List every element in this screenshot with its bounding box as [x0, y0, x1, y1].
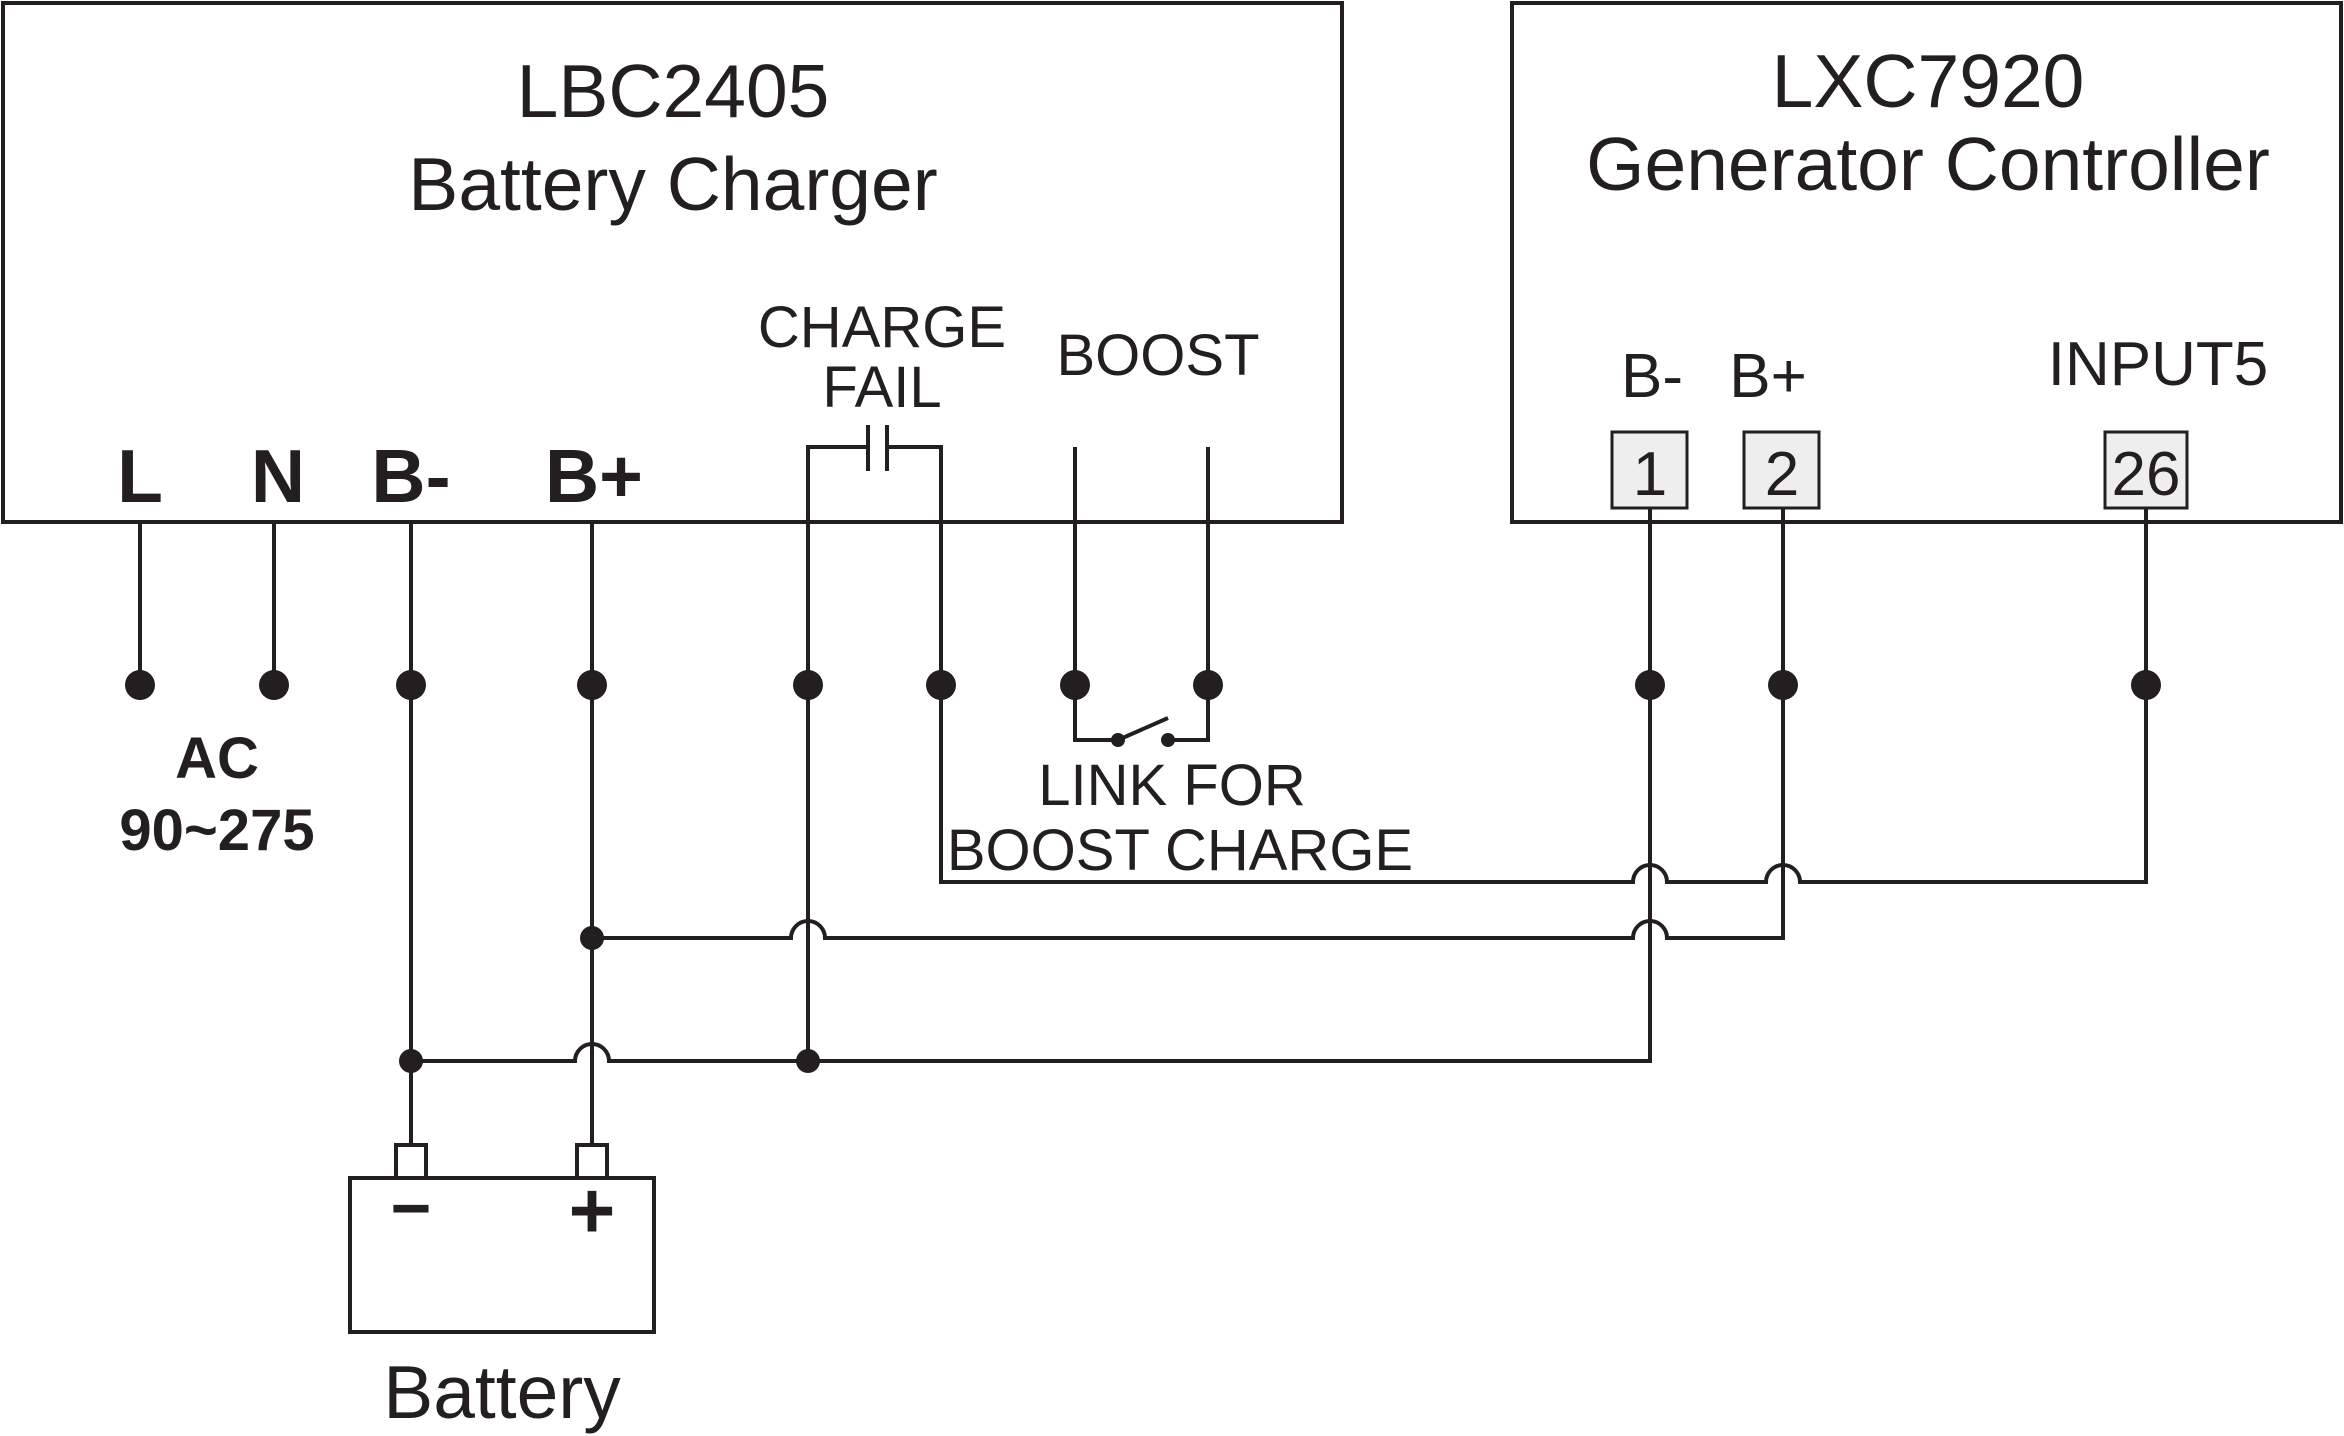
terminal-label-b-plus: B+: [545, 434, 643, 518]
battery-case: [348, 1176, 656, 1334]
controller-input5-label: INPUT5: [2048, 330, 2268, 399]
dot-boost-1: [1060, 670, 1090, 700]
charge-fail-label-line2: FAIL: [822, 355, 941, 420]
battery: − + Battery: [348, 1143, 656, 1434]
link-label-line1: LINK FOR: [1038, 753, 1306, 818]
controller-model: LXC7920: [1772, 39, 2085, 123]
dot-l: [125, 670, 155, 700]
battery-plus-sign: +: [569, 1166, 616, 1255]
terminal-number-26: 26: [2112, 440, 2181, 509]
charger-model: LBC2405: [517, 49, 830, 133]
dot-controller-2: [1768, 670, 1798, 700]
controller-b-minus-label: B-: [1621, 342, 1683, 411]
charge-fail-label-line1: CHARGE: [758, 295, 1006, 360]
terminal-label-l: L: [117, 434, 163, 518]
dot-controller-26: [2131, 670, 2161, 700]
boost-terminal-leads: [1073, 447, 1210, 685]
wire-b-plus-to-controller: [592, 508, 1785, 940]
terminal-box-26: [2103, 430, 2189, 510]
dot-charge-fail-output: [926, 670, 956, 700]
terminal-box-1: [1610, 430, 1689, 510]
battery-minus-sign: −: [391, 1169, 432, 1247]
controller-b-plus-label: B+: [1729, 342, 1807, 411]
wiring: [138, 508, 2148, 1145]
junction-charge-fail-common: [796, 1049, 820, 1073]
switch-contact-a: [1111, 733, 1125, 747]
battery-terminal-negative: [394, 1143, 428, 1180]
wire-charge-fail-to-input5: [939, 508, 2148, 884]
junction-b-plus: [580, 926, 604, 950]
ac-label-line1: AC: [175, 726, 259, 791]
switch-contact-b: [1161, 733, 1175, 747]
boost-link-switch: [1073, 685, 1210, 742]
battery-label: Battery: [383, 1350, 621, 1434]
wire-b-minus-to-controller: [411, 508, 1652, 1063]
charger-name: Battery Charger: [408, 142, 937, 226]
ac-label-line2: 90~275: [119, 798, 314, 863]
battery-charger-block: LBC2405 Battery Charger L N B- B+ CHARGE…: [1, 1, 1344, 685]
connection-dots: [125, 670, 2161, 1073]
boost-label: BOOST: [1056, 323, 1259, 388]
controller-name: Generator Controller: [1586, 122, 2270, 206]
terminal-label-b-minus: B-: [371, 434, 450, 518]
dot-boost-2: [1193, 670, 1223, 700]
terminal-number-2: 2: [1765, 440, 1799, 509]
controller-outline: [1510, 1, 2343, 524]
terminal-label-n: N: [251, 434, 305, 518]
dot-controller-1: [1635, 670, 1665, 700]
link-label-line2: BOOST CHARGE: [947, 818, 1413, 883]
dot-b-minus: [396, 670, 426, 700]
dot-n: [259, 670, 289, 700]
generator-controller-block: LXC7920 Generator Controller B- B+ INPUT…: [1510, 1, 2343, 524]
terminal-number-1: 1: [1633, 440, 1667, 509]
charge-fail-contact: [806, 425, 943, 685]
dot-charge-fail-common: [793, 670, 823, 700]
charger-outline: [1, 1, 1344, 524]
battery-terminal-positive: [575, 1143, 609, 1180]
junction-b-minus: [399, 1049, 423, 1073]
dot-b-plus: [577, 670, 607, 700]
